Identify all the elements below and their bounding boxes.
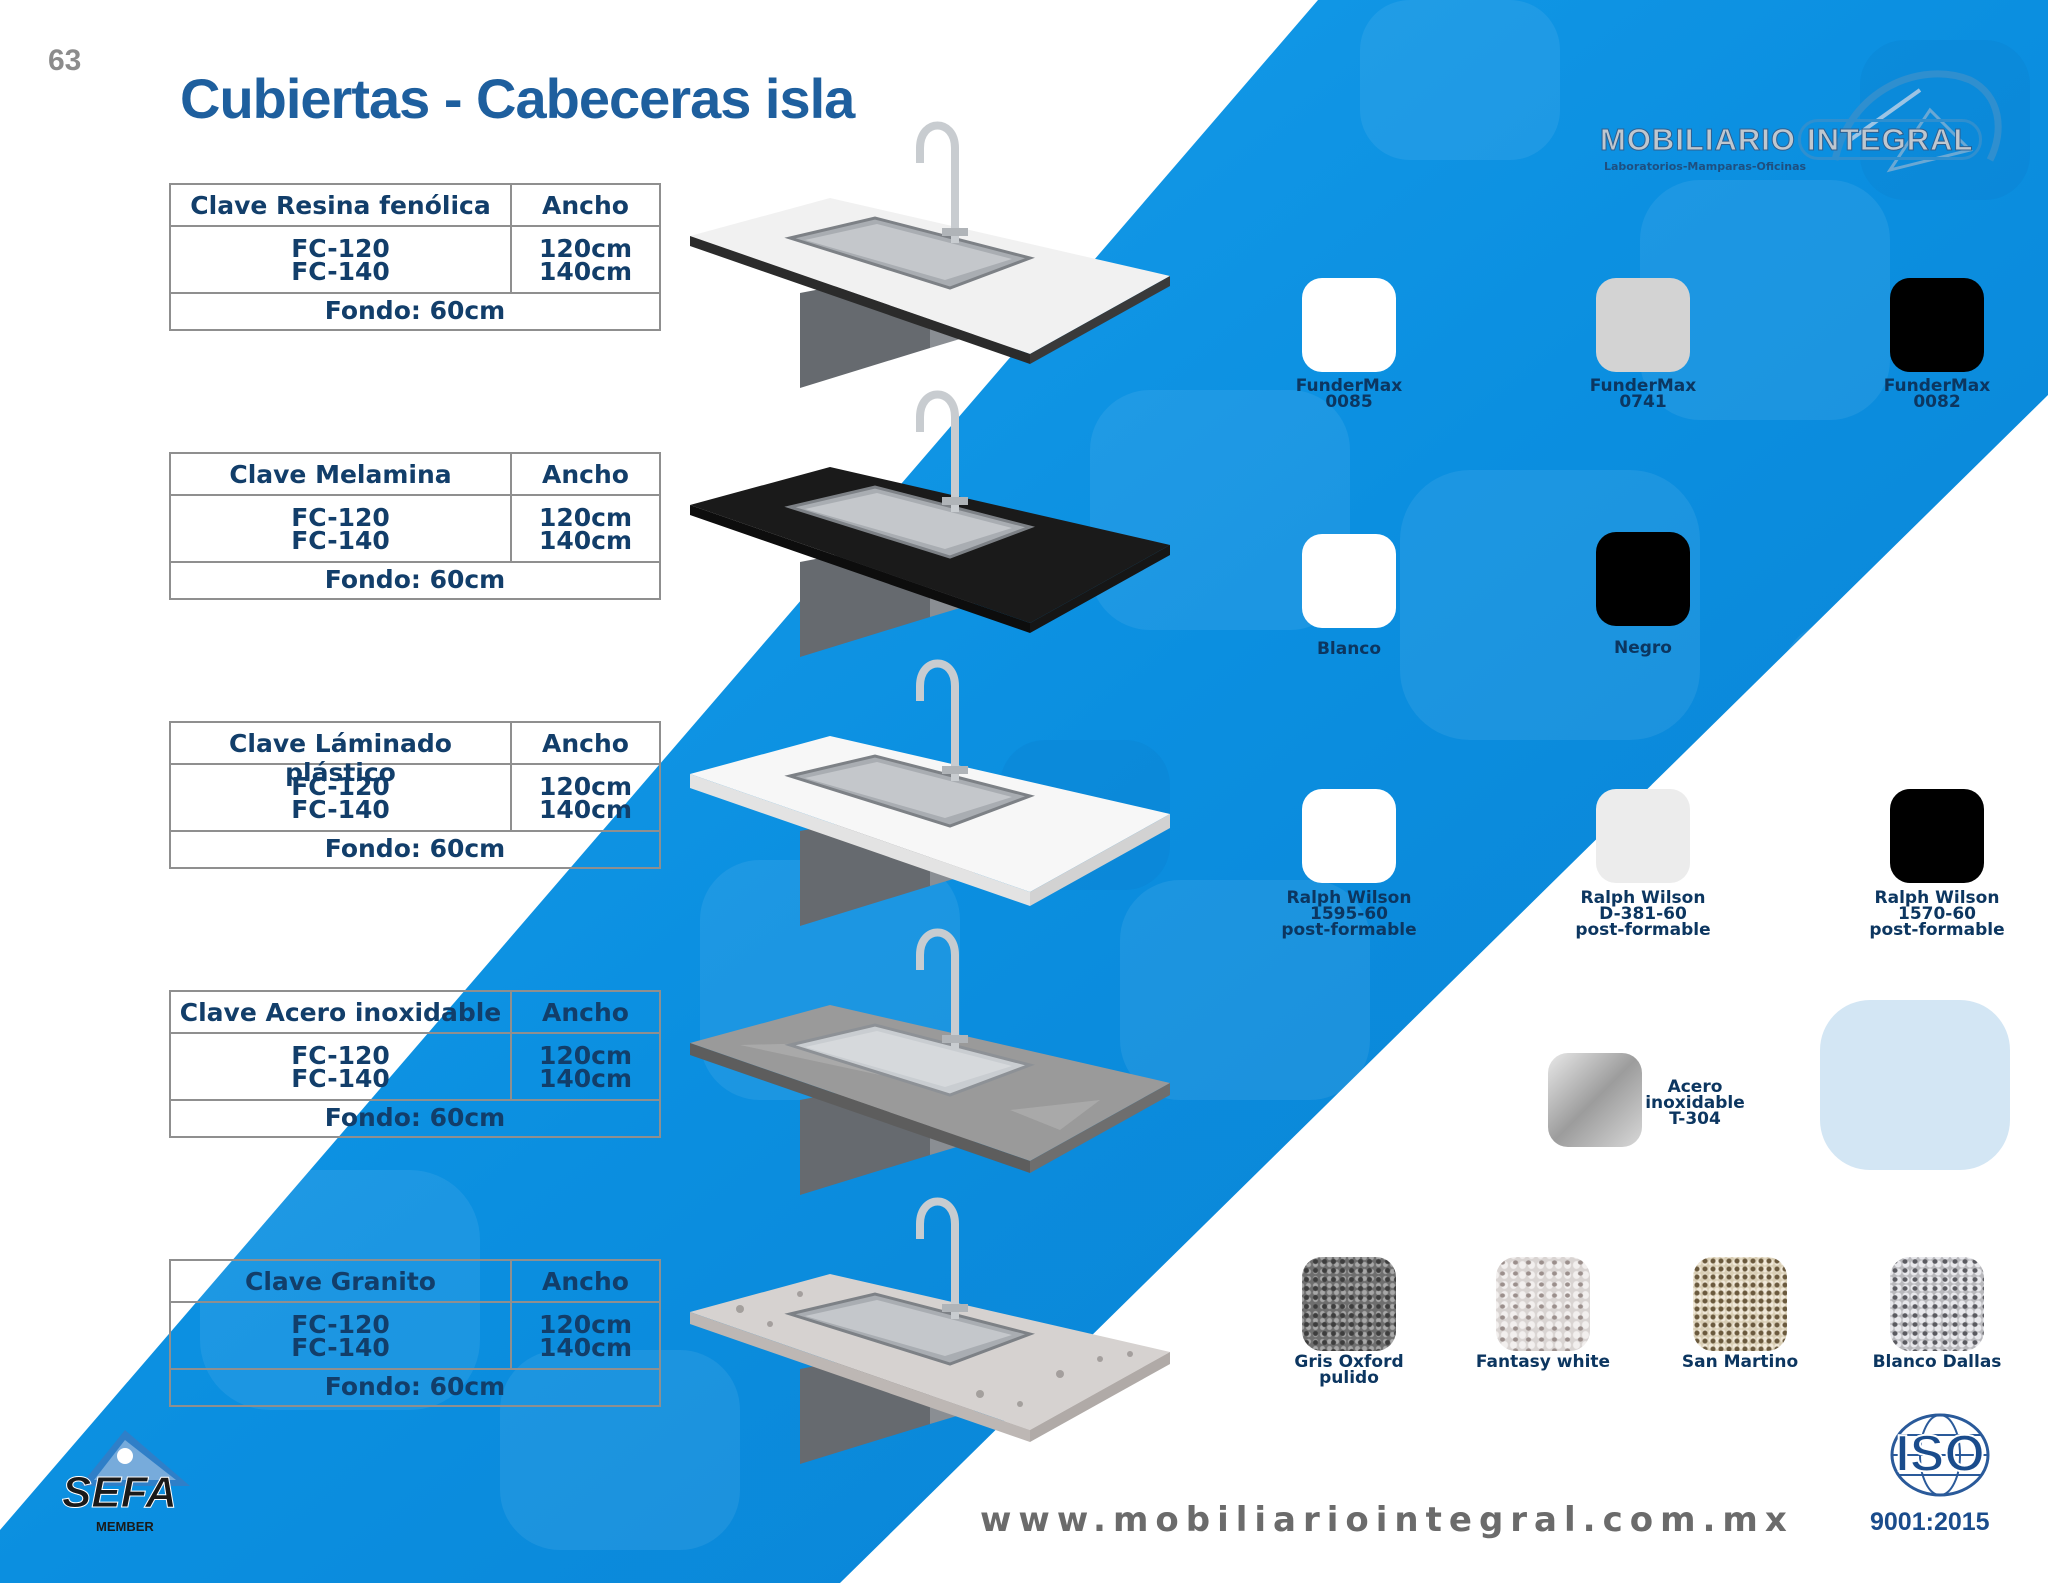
width-item: 120cm (538, 503, 633, 532)
swatch-blanco-dallas (1890, 1257, 1984, 1351)
table-header-material: Clave Melamina (229, 460, 452, 489)
swatch-fantasy-white (1496, 1257, 1590, 1351)
swatch-label: San Martino (1681, 1352, 1799, 1372)
code-item: FC-120 (291, 772, 390, 801)
table-header-width: Ancho (542, 460, 629, 489)
brand-name-left: MOBILIARIO (1600, 122, 1796, 158)
table-header-width: Ancho (542, 998, 629, 1027)
brand-logo-swoosh (1831, 70, 2002, 173)
swatch-ralph-wilson-d-381-60 (1596, 789, 1690, 883)
width-item: 120cm (538, 1041, 633, 1070)
width-item: 140cm (538, 526, 633, 555)
table-depth: Fondo: 60cm (324, 1372, 506, 1401)
code-item: FC-120 (291, 1041, 390, 1070)
code-item: FC-140 (291, 1333, 390, 1362)
sefa-name: SEFA (62, 1468, 178, 1518)
swatch-ralph-wilson-1570-60 (1890, 789, 1984, 883)
table-header-material: Clave Láminado plástico (229, 729, 452, 787)
table-depth: Fondo: 60cm (324, 834, 506, 863)
table-depth: Fondo: 60cm (324, 296, 506, 325)
sink-image-acero (690, 928, 1170, 1195)
swatch-ralph-wilson-1595-60 (1302, 789, 1396, 883)
width-item: 120cm (538, 234, 633, 263)
table-header-width: Ancho (542, 729, 629, 758)
swatch-fundermax-0082 (1890, 278, 1984, 372)
table-depth: Fondo: 60cm (324, 1103, 506, 1132)
sink-image-granito (690, 1197, 1170, 1464)
page-number: 63 (48, 44, 82, 77)
sefa-member: MEMBER (96, 1519, 154, 1534)
swatch-label: Negro (1614, 638, 1672, 658)
page-title: Cubiertas - Cabeceras isla (180, 67, 855, 130)
code-item: FC-140 (291, 795, 390, 824)
brand-name-right: INTEGRAL (1798, 119, 1983, 160)
width-item: 140cm (538, 1064, 633, 1093)
swatch-label: Fantasy white (1475, 1352, 1611, 1372)
iso-certification: 9001:2015 (1870, 1508, 1990, 1536)
table-header-width: Ancho (542, 191, 629, 220)
swatch-fundermax-0085 (1302, 278, 1396, 372)
swatch-blanco (1302, 534, 1396, 628)
table-header-material: Clave Granito (245, 1267, 436, 1296)
swatch-label: Blanco Dallas (1872, 1352, 2002, 1372)
code-item: FC-120 (291, 234, 390, 263)
code-item: FC-140 (291, 257, 390, 286)
code-item: FC-140 (291, 526, 390, 555)
globe-icon (1890, 1413, 1990, 1497)
sefa-logo: SEFA MEMBER (60, 1428, 210, 1538)
swatch-label: Blanco (1316, 639, 1382, 659)
swatch-negro (1596, 532, 1690, 626)
sefa-emblem-icon (80, 1430, 190, 1486)
swatch-acero-inoxidable (1548, 1053, 1642, 1147)
website-url[interactable]: www.mobiliariointegral.com.mx (980, 1500, 1794, 1540)
swatch-gris-oxford (1302, 1257, 1396, 1351)
iso-logo: ISO (1880, 1410, 2000, 1510)
sink-image-laminado (690, 659, 1170, 926)
sink-image-resina (690, 121, 1170, 388)
swatch-fundermax-0741 (1596, 278, 1690, 372)
width-item: 120cm (538, 772, 633, 801)
table-header-material: Clave Acero inoxidable (179, 998, 502, 1027)
sink-image-melamina (690, 390, 1170, 657)
iso-name: ISO (1894, 1424, 1986, 1484)
table-header-material: Clave Resina fenólica (190, 191, 491, 220)
table-depth: Fondo: 60cm (324, 565, 506, 594)
code-item: FC-120 (291, 1310, 390, 1339)
width-item: 140cm (538, 257, 633, 286)
width-item: 140cm (538, 1333, 633, 1362)
brand-tagline: Laboratorios-Mamparas-Oficinas (1604, 160, 1807, 173)
width-item: 120cm (538, 1310, 633, 1339)
swatch-san-martino (1693, 1257, 1787, 1351)
code-item: FC-120 (291, 503, 390, 532)
code-item: FC-140 (291, 1064, 390, 1093)
table-header-width: Ancho (542, 1267, 629, 1296)
width-item: 140cm (538, 795, 633, 824)
